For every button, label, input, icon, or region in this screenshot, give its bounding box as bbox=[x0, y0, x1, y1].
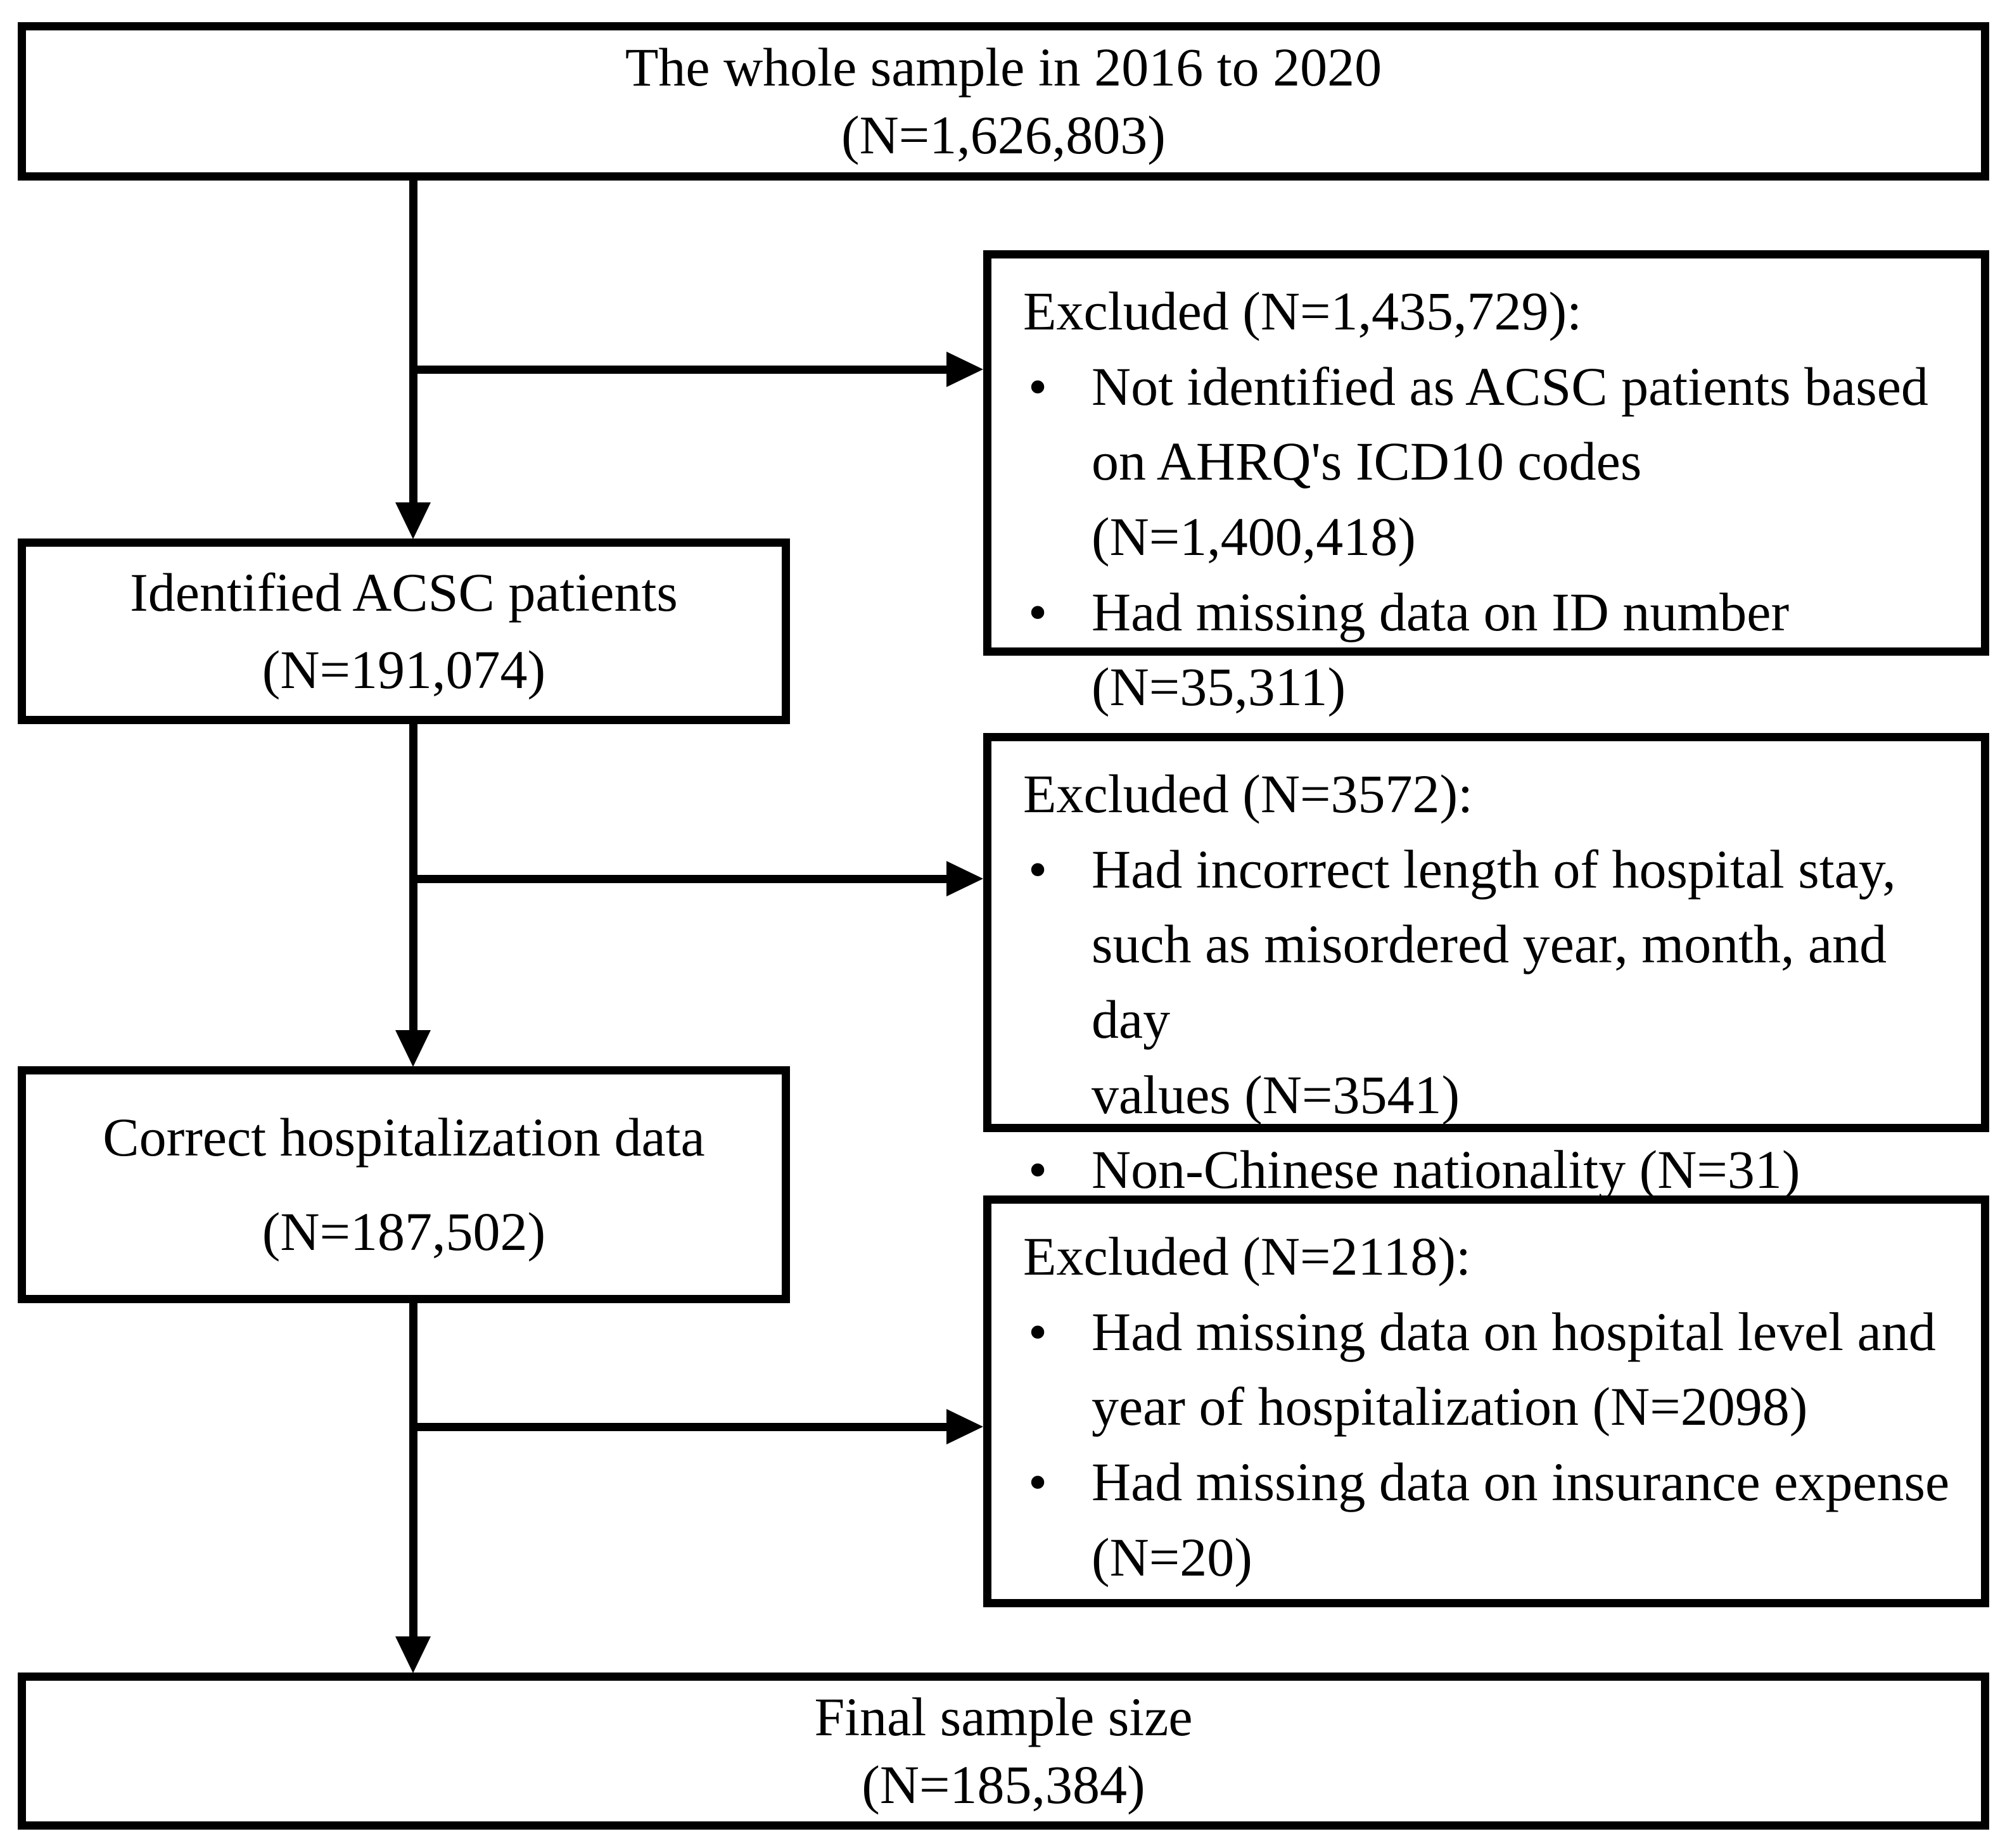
excluded-1-bullet-2-text: Had missing data on ID number (N=35,311) bbox=[1092, 581, 1790, 718]
box-excluded-3: Excluded (N=2118): • Had missing data on… bbox=[983, 1195, 1989, 1607]
bullet-dot-icon: • bbox=[1028, 1139, 1048, 1201]
box-whole-sample-title: The whole sample in 2016 to 2020 bbox=[625, 36, 1382, 98]
bullet-dot-icon: • bbox=[1028, 838, 1048, 900]
excluded-3-bullet-1: • Had missing data on hospital level and… bbox=[1023, 1294, 1962, 1444]
excluded-3-bullet-1-text: Had missing data on hospital level and y… bbox=[1092, 1301, 1936, 1437]
connector-line bbox=[409, 1423, 950, 1431]
excluded-2-heading: Excluded (N=3572): bbox=[1023, 763, 1474, 824]
box-whole-sample-count: (N=1,626,803) bbox=[841, 105, 1166, 166]
excluded-1-bullet-2: • Had missing data on ID number (N=35,31… bbox=[1023, 575, 1962, 725]
box-final-sample: Final sample size (N=185,384) bbox=[18, 1673, 1989, 1830]
box-correct-title: Correct hospitalization data bbox=[103, 1107, 705, 1168]
connector-line bbox=[409, 1303, 417, 1639]
connector-line bbox=[409, 366, 950, 374]
box-correct-count: (N=187,502) bbox=[262, 1201, 546, 1263]
box-identified-title: Identified ACSC patients bbox=[130, 562, 678, 623]
arrow-right-icon bbox=[946, 352, 983, 387]
arrow-right-icon bbox=[946, 1409, 983, 1444]
box-final-title: Final sample size bbox=[814, 1686, 1193, 1748]
connector-line bbox=[409, 179, 417, 506]
arrow-down-icon bbox=[395, 1030, 431, 1067]
arrow-down-icon bbox=[395, 502, 431, 539]
excluded-3-bullet-2: • Had missing data on insurance expense … bbox=[1023, 1444, 1962, 1595]
arrow-right-icon bbox=[946, 861, 983, 896]
box-excluded-2: Excluded (N=3572): • Had incorrect lengt… bbox=[983, 733, 1989, 1200]
excluded-2-bullet-2: • Non-Chinese nationality (N=31) bbox=[1023, 1132, 1962, 1208]
bullet-dot-icon: • bbox=[1028, 1451, 1048, 1513]
excluded-2-bullet-1-text: Had incorrect length of hospital stay, s… bbox=[1092, 838, 1896, 1125]
bullet-dot-icon: • bbox=[1028, 581, 1048, 642]
connector-line bbox=[409, 875, 950, 883]
bullet-dot-icon: • bbox=[1028, 1301, 1048, 1362]
bullet-dot-icon: • bbox=[1028, 355, 1048, 417]
excluded-1-bullet-1-text: Not identified as ACSC patients based on… bbox=[1092, 355, 1928, 568]
excluded-2-bullet-1: • Had incorrect length of hospital stay,… bbox=[1023, 832, 1962, 1133]
excluded-3-bullet-2-text: Had missing data on insurance expense (N… bbox=[1092, 1451, 1950, 1588]
box-excluded-1: Excluded (N=1,435,729): • Not identified… bbox=[983, 250, 1989, 717]
excluded-1-bullet-1: • Not identified as ACSC patients based … bbox=[1023, 349, 1962, 575]
arrow-down-icon bbox=[395, 1636, 431, 1673]
box-identified-count: (N=191,074) bbox=[262, 639, 546, 701]
box-identified-acsc: Identified ACSC patients (N=191,074) bbox=[18, 538, 790, 724]
box-whole-sample: The whole sample in 2016 to 2020 (N=1,62… bbox=[18, 22, 1989, 181]
box-correct-data: Correct hospitalization data (N=187,502) bbox=[18, 1066, 790, 1303]
excluded-1-heading: Excluded (N=1,435,729): bbox=[1023, 281, 1582, 341]
excluded-2-bullet-2-text: Non-Chinese nationality (N=31) bbox=[1092, 1139, 1800, 1201]
excluded-3-heading: Excluded (N=2118): bbox=[1023, 1226, 1471, 1287]
box-final-count: (N=185,384) bbox=[862, 1754, 1145, 1816]
